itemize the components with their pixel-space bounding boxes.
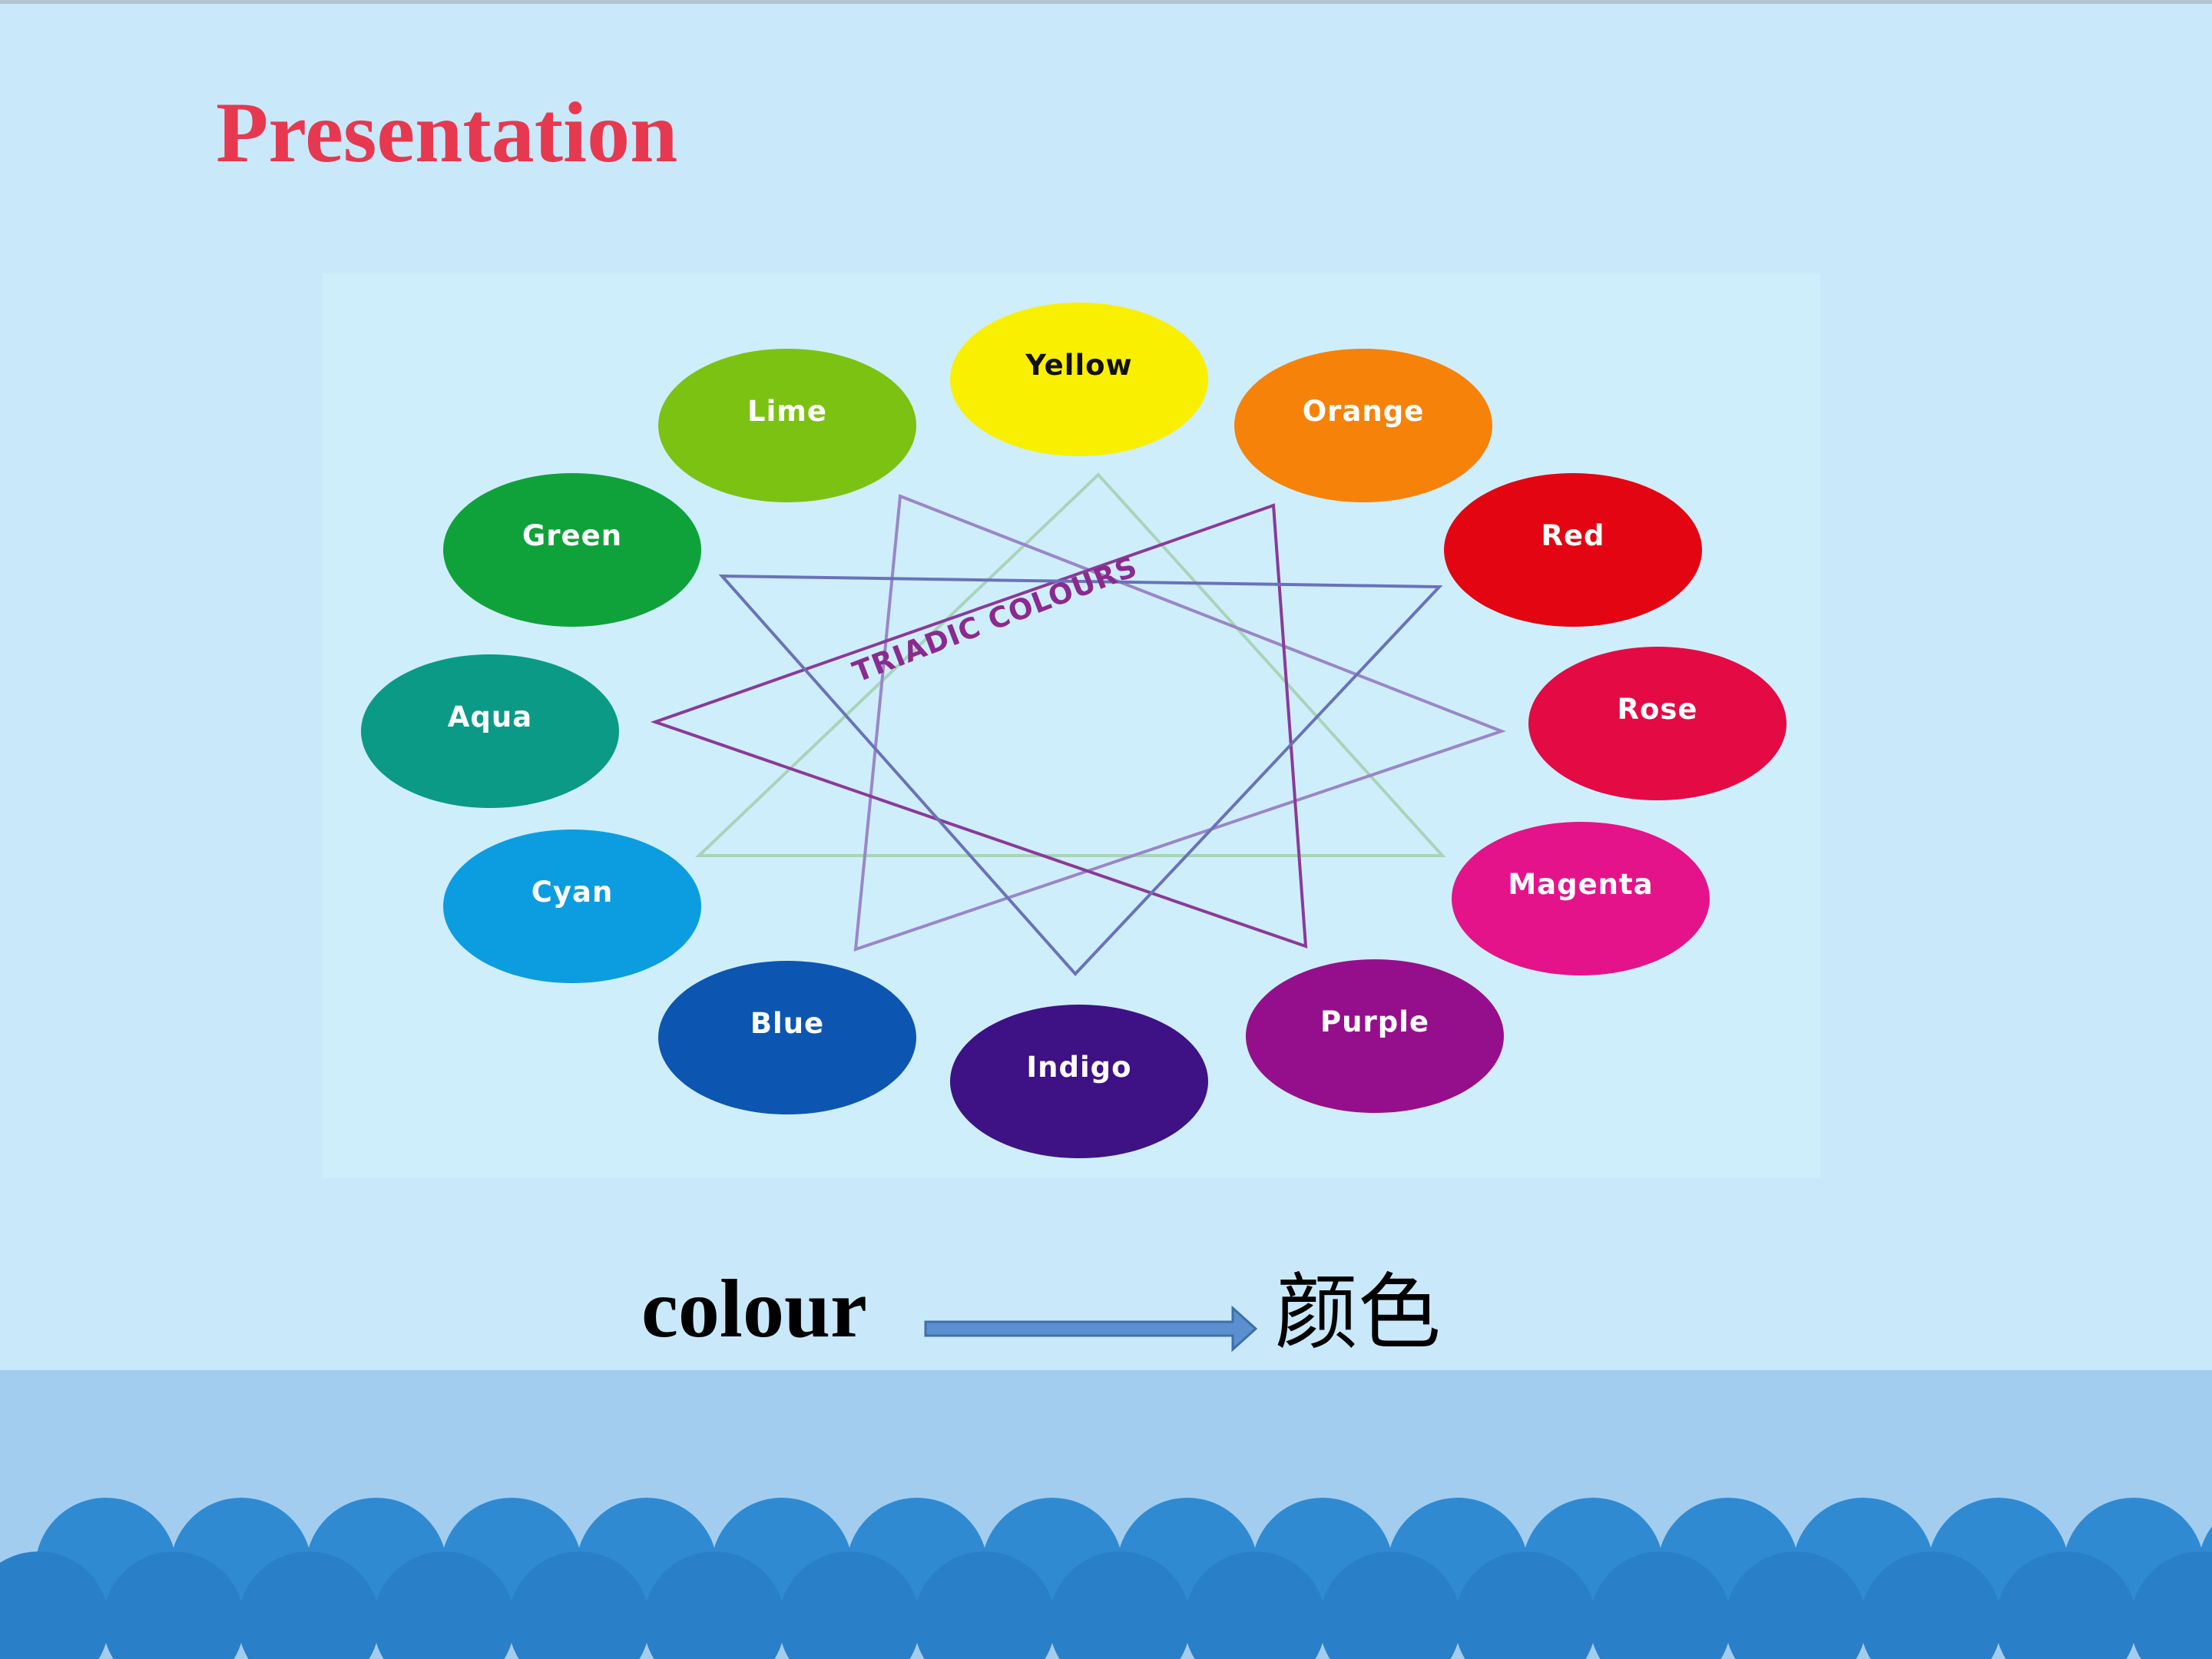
swatch-circle-red <box>1444 473 1702 627</box>
slide-title: Presentation <box>216 85 678 180</box>
scallop <box>508 1551 650 1659</box>
swatch-rose: Rose <box>1528 647 1786 800</box>
scallop <box>1860 1551 2002 1659</box>
arrow-shape <box>924 1305 1258 1353</box>
swatch-label-rose: Rose <box>1617 693 1697 726</box>
swatch-cyan: Cyan <box>443 830 701 983</box>
swatch-aqua: Aqua <box>361 654 619 808</box>
scallop <box>914 1551 1055 1659</box>
swatch-circle-orange <box>1234 349 1492 502</box>
swatch-circle-cyan <box>443 830 701 983</box>
swatch-circle-green <box>443 473 701 627</box>
color-wheel-diagram: TRIADIC COLOURS YellowOrangeRedRoseMagen… <box>361 303 1786 1158</box>
swatch-label-orange: Orange <box>1303 395 1425 428</box>
swatch-circle-lime <box>658 349 916 502</box>
swatch-label-aqua: Aqua <box>448 700 532 733</box>
swatch-magenta: Magenta <box>1452 822 1710 975</box>
scallop <box>644 1551 785 1659</box>
scallop <box>373 1551 515 1659</box>
swatch-purple: Purple <box>1246 959 1504 1113</box>
swatch-circle-purple <box>1246 959 1504 1113</box>
swatch-circle-magenta <box>1452 822 1710 975</box>
swatch-circle-yellow <box>950 303 1208 456</box>
scallop <box>103 1551 244 1659</box>
swatch-orange: Orange <box>1234 349 1492 502</box>
swatch-label-blue: Blue <box>750 1007 824 1040</box>
swatch-circle-indigo <box>950 1005 1208 1158</box>
swatch-green: Green <box>443 473 701 627</box>
swatch-label-magenta: Magenta <box>1508 868 1653 901</box>
scallop <box>238 1551 379 1659</box>
scallop <box>1590 1551 1731 1659</box>
swatch-indigo: Indigo <box>950 1005 1208 1158</box>
swatch-label-indigo: Indigo <box>1026 1051 1131 1084</box>
triangle-green-outline <box>695 472 1446 857</box>
scallop <box>1049 1551 1190 1659</box>
scallop <box>1995 1551 2137 1659</box>
swatch-label-cyan: Cyan <box>531 876 614 909</box>
scallop <box>779 1551 920 1659</box>
swatch-circle-aqua <box>361 654 619 808</box>
swatch-label-green: Green <box>522 519 622 552</box>
swatch-yellow: Yellow <box>950 303 1208 456</box>
vocab-translation: 颜色 <box>1275 1265 1442 1361</box>
scallop-row-front <box>0 1551 2212 1659</box>
swatch-red: Red <box>1444 473 1702 627</box>
scallop <box>2131 1551 2212 1659</box>
arrow-right-icon <box>924 1305 1258 1353</box>
swatch-label-purple: Purple <box>1320 1005 1429 1038</box>
swatch-label-yellow: Yellow <box>1025 349 1132 382</box>
swatch-lime: Lime <box>658 349 916 502</box>
scallop <box>1320 1551 1461 1659</box>
triadic-triangles <box>650 472 1506 976</box>
swatch-label-red: Red <box>1541 519 1604 552</box>
scallop <box>1455 1551 1596 1659</box>
swatch-blue: Blue <box>658 961 916 1114</box>
vocab-word: colour <box>641 1263 867 1355</box>
scallop <box>1725 1551 1866 1659</box>
swatch-circle-rose <box>1528 647 1786 800</box>
footer-scallops <box>0 1498 2212 1659</box>
scallop <box>0 1551 109 1659</box>
triangle-purple-outline <box>650 503 1308 949</box>
scallop <box>1184 1551 1326 1659</box>
swatch-circle-blue <box>658 961 916 1114</box>
swatch-label-lime: Lime <box>747 395 827 428</box>
triangle-blue-outline <box>718 574 1443 976</box>
top-border <box>0 0 2212 4</box>
triangle-lavender-outline <box>853 494 1506 952</box>
